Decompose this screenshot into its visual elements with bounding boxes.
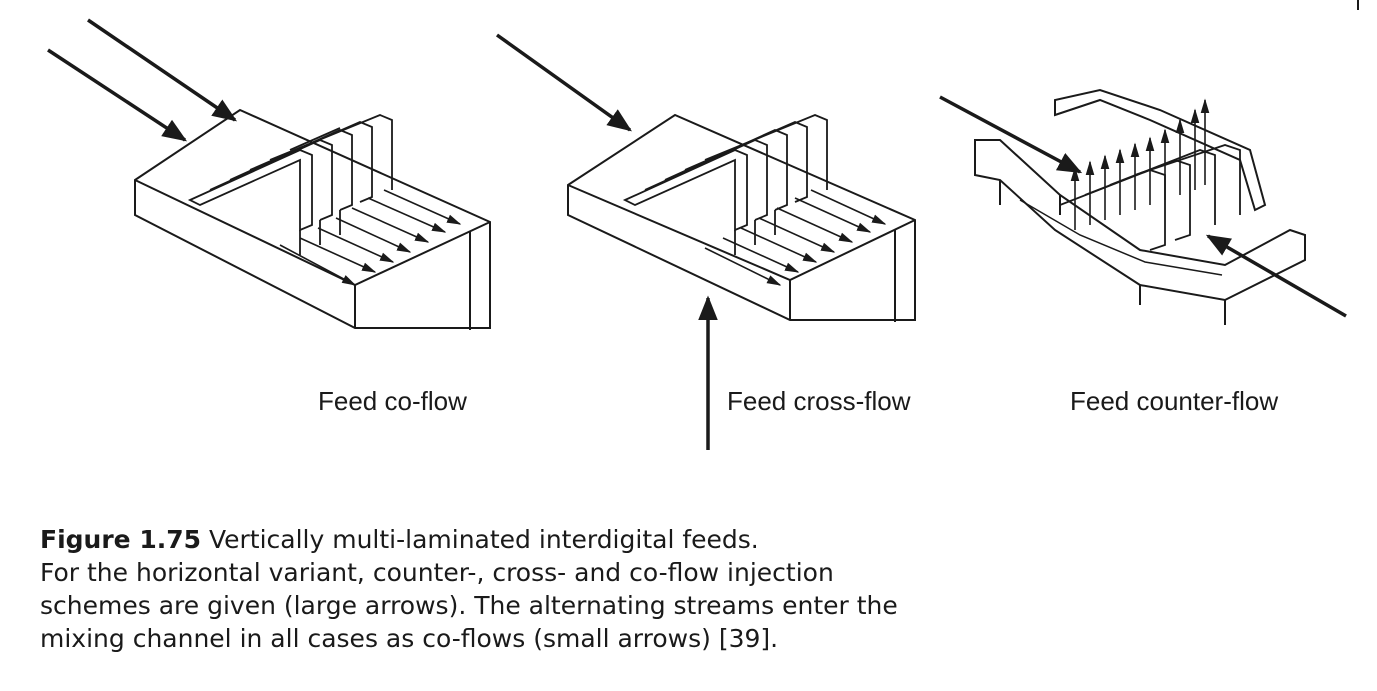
figure-number: Figure 1.75 xyxy=(40,525,201,554)
co-flow-small-arrows xyxy=(280,190,460,285)
caption-line-1: For the horizontal variant, counter-, cr… xyxy=(40,556,940,589)
co-flow-fins xyxy=(190,115,392,255)
figure-caption: Figure 1.75 Vertically multi-laminated i… xyxy=(40,523,940,655)
cross-flow-small-arrows xyxy=(705,190,885,285)
cross-flow-large-arrow-top xyxy=(497,35,630,130)
co-flow-large-arrow-1 xyxy=(88,20,235,120)
caption-title-line: Figure 1.75 Vertically multi-laminated i… xyxy=(40,523,940,556)
interdigital-feed-diagram xyxy=(0,0,1377,500)
counter-flow-panel xyxy=(940,90,1346,325)
caption-line-3: mixing channel in all cases as co-flows … xyxy=(40,622,940,655)
counter-flow-label: Feed counter-flow xyxy=(1070,386,1278,417)
cross-flow-fins xyxy=(625,115,827,255)
caption-line-2: schemes are given (large arrows). The al… xyxy=(40,589,940,622)
co-flow-label: Feed co-flow xyxy=(318,386,467,417)
counter-flow-large-arrow-left xyxy=(940,97,1080,172)
counter-flow-large-arrow-right xyxy=(1208,236,1346,316)
caption-title: Vertically multi-laminated interdigital … xyxy=(209,525,759,554)
cross-flow-label: Feed cross-flow xyxy=(727,386,911,417)
counter-flow-housing xyxy=(975,90,1305,325)
counter-flow-small-arrows xyxy=(1075,100,1205,230)
co-flow-large-arrow-2 xyxy=(48,50,185,140)
co-flow-panel xyxy=(48,20,490,330)
